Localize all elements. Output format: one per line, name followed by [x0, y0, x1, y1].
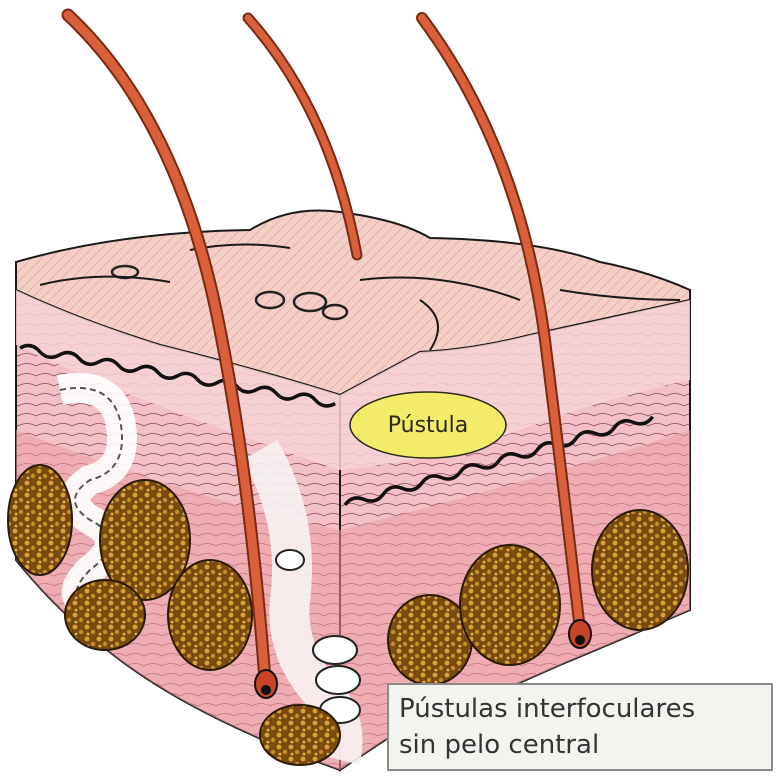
caption-box: Pústulas interfoculares sin pelo central [387, 683, 773, 771]
caption-line-1: Pústulas interfoculares [399, 691, 761, 727]
pustule-bubble [350, 392, 506, 458]
caption-line-2: sin pelo central [399, 727, 761, 763]
